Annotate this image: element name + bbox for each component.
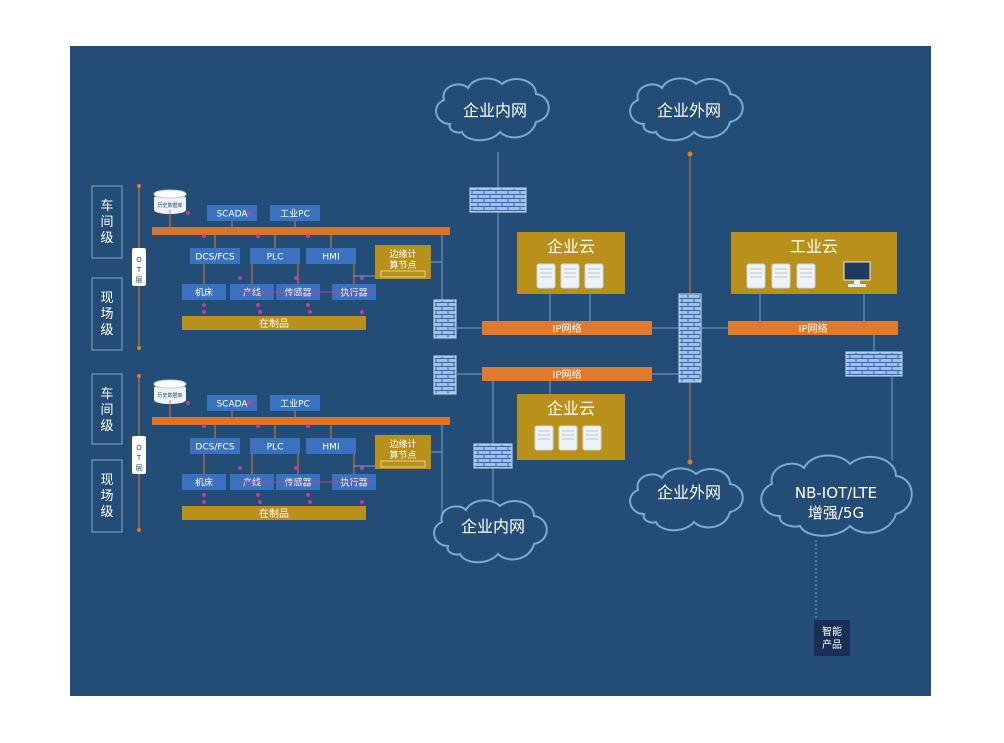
server-icon <box>584 263 604 289</box>
firewall-icon <box>469 187 527 213</box>
server-icon <box>534 425 554 451</box>
ot-bus <box>152 417 450 425</box>
edge-node-label: 算节点 <box>389 449 416 461</box>
database-label: 历史数据库 <box>157 392 182 399</box>
enterprise-cloud-top: 企业云 <box>517 232 625 294</box>
plc-box <box>250 248 300 264</box>
hmi-box <box>306 438 356 454</box>
cloud-label: 增强/5G <box>808 504 864 522</box>
smart-product-label: 智能 <box>822 625 842 638</box>
server-icon <box>746 263 766 289</box>
enterprise-cloud-bottom: 企业云 <box>517 394 625 460</box>
cloud-label: 企业内网 <box>461 517 525 536</box>
edge-node-ports <box>380 270 426 278</box>
firewall-icon <box>678 293 702 383</box>
edge-node-ports <box>380 460 426 468</box>
ip-network-label: IP网络 <box>799 322 828 335</box>
cloud-label: 企业外网 <box>657 101 721 120</box>
smart-product-label: 产品 <box>822 638 842 651</box>
cloud-box-title: 企业云 <box>547 237 595 256</box>
edge-node-label: 边缘计 <box>389 438 416 450</box>
monitor-icon <box>843 261 871 287</box>
edge-node-label: 边缘计 <box>389 248 416 260</box>
industrial-pc-box <box>270 205 320 221</box>
server-icon <box>771 263 791 289</box>
workshop-level-label: 车间级 <box>100 198 113 246</box>
edge-node-box <box>375 245 431 279</box>
cloud-label: NB-IOT/LTE <box>795 484 877 502</box>
nb-iot-cloud: NB-IOT/LTE 增强/5G <box>760 454 913 537</box>
database-icon: 历史数据库 <box>153 379 187 404</box>
scada-box-label: SCADA <box>216 400 248 410</box>
edge-node-box <box>375 435 431 469</box>
workshop-level-label: 车间级 <box>100 386 113 434</box>
cloud-label: 企业内网 <box>463 101 527 120</box>
hmi-box <box>306 248 356 264</box>
ip-network-label: IP网络 <box>553 368 582 381</box>
plc-box-label: PLC <box>267 443 284 453</box>
dcs-fcs-box <box>190 248 240 264</box>
cloud-box-title: 企业云 <box>547 399 595 418</box>
dcs-fcs-box-label: DCS/FCS <box>195 253 234 263</box>
firewall-icon <box>845 351 903 377</box>
industrial-pc-box-label: 工业PC <box>280 209 310 220</box>
scada-box <box>207 395 257 411</box>
smart-product: 智能 产品 <box>814 620 850 656</box>
connector-lines <box>450 152 893 502</box>
server-icon <box>536 263 556 289</box>
ip-network-bar <box>482 321 652 335</box>
scada-box-label: SCADA <box>216 210 248 220</box>
extranet-links <box>687 151 693 465</box>
server-icon <box>558 425 578 451</box>
machine-tool-box-label: 机床 <box>195 287 213 299</box>
cloud-box-title: 工业云 <box>790 237 838 256</box>
scada-box <box>207 205 257 221</box>
wip-bar <box>182 316 366 330</box>
field-level-label: 现场级 <box>100 473 113 520</box>
database-icon: 历史数据库 <box>153 189 187 214</box>
industrial-pc-box <box>270 395 320 411</box>
plc-box-label: PLC <box>267 253 284 263</box>
server-icon <box>796 263 816 289</box>
firewall-icon <box>433 355 457 395</box>
server-icon <box>582 425 602 451</box>
machine-tool-box <box>182 284 226 300</box>
ip-network-bar <box>482 367 652 381</box>
plc-box <box>250 438 300 454</box>
ot-bus <box>152 227 450 235</box>
industrial-cloud: 工业云 <box>731 232 897 294</box>
ip-network-bar <box>728 321 898 335</box>
server-icon <box>560 263 580 289</box>
field-level-label: 现场级 <box>100 291 113 338</box>
dcs-fcs-box-label: DCS/FCS <box>195 443 234 453</box>
enterprise-extranet-cloud-top: 企业外网 <box>629 77 744 142</box>
wip-bar <box>182 506 366 520</box>
database-label: 历史数据库 <box>157 202 182 209</box>
wip-label: 在制品 <box>259 317 289 330</box>
wip-label: 在制品 <box>259 507 289 520</box>
dcs-fcs-box <box>190 438 240 454</box>
machine-tool-box-label: 机床 <box>195 477 213 489</box>
firewall-icon <box>473 443 513 469</box>
firewall-icon <box>433 299 457 339</box>
ip-network-label: IP网络 <box>553 322 582 335</box>
edge-node-label: 算节点 <box>389 259 416 271</box>
hmi-box-label: HMI <box>322 443 339 453</box>
cloud-label: 企业外网 <box>657 483 721 502</box>
enterprise-extranet-cloud-bottom: 企业外网 <box>629 467 744 532</box>
industrial-pc-box-label: 工业PC <box>280 399 310 410</box>
machine-tool-box <box>182 474 226 490</box>
enterprise-intranet-cloud-top: 企业内网 <box>435 77 550 142</box>
hmi-box-label: HMI <box>322 253 339 263</box>
enterprise-intranet-cloud-bottom: 企业内网 <box>433 499 548 564</box>
